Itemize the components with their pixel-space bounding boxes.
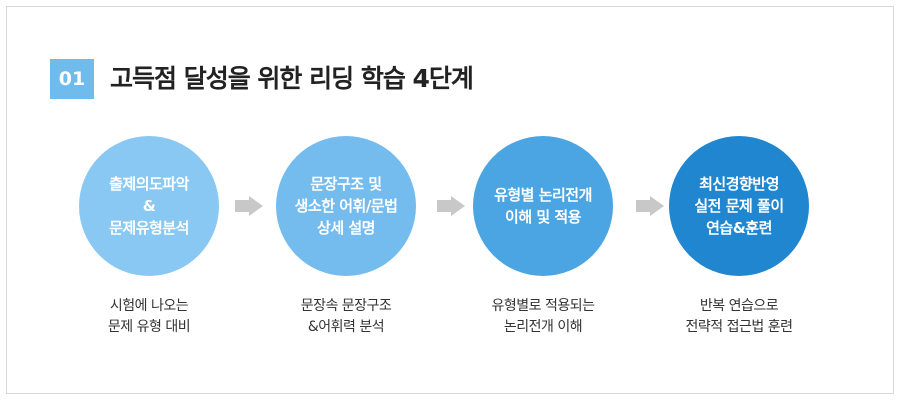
step-1-circle: 출제의도파악 & 문제유형분석 [79, 136, 219, 276]
page-title: 고득점 달성을 위한 리딩 학습 4단계 [110, 64, 474, 93]
step-2-description: 문장속 문장구조 &어휘력 분석 [300, 298, 392, 335]
step-1-description: 시험에 나오는 문제 유형 대비 [107, 298, 191, 335]
step-4-description: 반복 연습으로 전략적 접근법 훈련 [685, 298, 793, 335]
step-3-circle: 유형별 논리전개 이해 및 적용 [473, 136, 613, 276]
step-4-circle: 최신경향반영 실전 문제 풀이 연습&훈련 [669, 136, 809, 276]
step-2-circle: 문장구조 및 생소한 어휘/문법 상세 설명 [276, 136, 416, 276]
step-3-description: 유형별로 적용되는 논리전개 이해 [491, 298, 596, 335]
frame-border [6, 6, 894, 394]
section-number-badge: 01 [50, 59, 94, 99]
